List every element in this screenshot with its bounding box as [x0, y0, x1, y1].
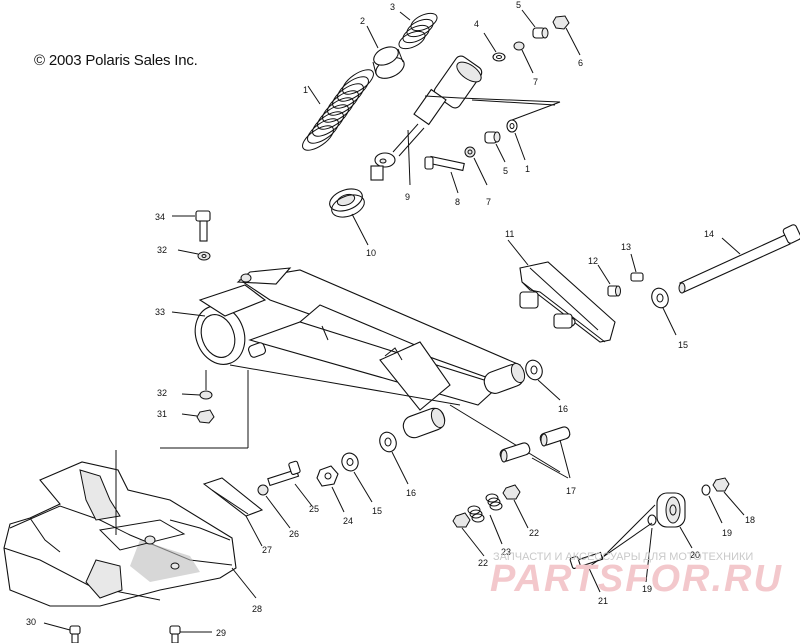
callout-label: 19 — [642, 584, 652, 594]
washer-part — [464, 146, 488, 186]
watermark-brand: PARTSFOR.RU — [490, 558, 783, 600]
nut-part — [712, 477, 745, 516]
callout-labels: 1 2 3 4 5 7 6 1 5 7 9 8 10 34 32 33 11 1… — [26, 0, 755, 638]
callout-label: 1 — [303, 85, 308, 95]
scraper-part — [202, 477, 264, 547]
callout-label: 6 — [578, 58, 583, 68]
bushing-part — [597, 264, 621, 297]
callout-label: 12 — [588, 256, 598, 266]
callout-label: 27 — [262, 545, 272, 555]
callout-label: 19 — [722, 528, 732, 538]
callout-label: 33 — [155, 307, 165, 317]
callout-label: 5 — [503, 166, 508, 176]
nut-part — [502, 484, 529, 529]
washer-part — [341, 452, 373, 503]
nut-part — [452, 512, 485, 557]
washer-part — [257, 484, 291, 529]
callout-label: 16 — [558, 404, 568, 414]
callout-label: 10 — [366, 248, 376, 258]
callout-label: 2 — [360, 16, 365, 26]
washer-part — [483, 32, 506, 62]
callout-label: 5 — [516, 0, 521, 10]
callout-label: 21 — [598, 596, 608, 606]
callout-label: 20 — [690, 550, 700, 560]
bushing-part — [484, 131, 506, 163]
callout-label: 22 — [529, 528, 539, 538]
callout-label: 25 — [309, 504, 319, 514]
callout-label: 11 — [505, 229, 514, 239]
washer-part — [379, 431, 409, 485]
callout-label: 17 — [566, 486, 576, 496]
spacer-part — [499, 426, 571, 479]
washer-part — [525, 359, 561, 401]
washer-part — [513, 41, 534, 74]
bolt-part — [172, 210, 211, 261]
copyright-text: © 2003 Polaris Sales Inc. — [34, 52, 198, 69]
spring-part — [302, 69, 374, 151]
washer-part — [701, 484, 723, 524]
callout-label: 23 — [501, 547, 511, 557]
callout-label: 15 — [372, 506, 382, 516]
bolt-part — [43, 622, 81, 643]
callout-label: 16 — [406, 488, 416, 498]
washer-part — [506, 119, 526, 161]
callout-label: 30 — [26, 617, 36, 627]
nut-part — [552, 15, 581, 56]
swing-arm-part — [160, 267, 561, 473]
callout-label: 4 — [474, 19, 479, 29]
callout-label: 34 — [155, 212, 165, 222]
bushing-part — [521, 9, 549, 39]
callout-label: 8 — [455, 197, 460, 207]
bolt-part — [569, 551, 604, 593]
washer-part — [645, 514, 657, 583]
callout-label: 7 — [533, 77, 538, 87]
nut-part — [316, 465, 345, 513]
spring-collar-part — [366, 25, 405, 79]
bolt-part — [424, 155, 465, 194]
callout-label: 28 — [252, 604, 262, 614]
callout-label: 32 — [157, 245, 167, 255]
callout-label: 29 — [216, 628, 226, 638]
callout-label: 18 — [745, 515, 755, 525]
callout-label: 13 — [621, 242, 631, 252]
callout-label: 9 — [405, 192, 410, 202]
watermark-tagline: ЗАПЧАСТИ И АКСЕССУАРЫ ДЛЯ МОТОТЕХНИКИ — [493, 551, 754, 563]
callout-label: 15 — [678, 340, 688, 350]
callout-label: 7 — [486, 197, 491, 207]
callout-label: 26 — [289, 529, 299, 539]
skid-plate-part — [3, 450, 257, 607]
callout-label: 31 — [157, 409, 167, 419]
callout-label: 32 — [157, 388, 167, 398]
pin-part — [630, 253, 644, 282]
bolt-part — [267, 460, 313, 507]
spring-part — [467, 493, 503, 545]
shock-absorber-part — [370, 55, 561, 186]
callout-label: 14 — [704, 229, 714, 239]
callout-label: 1 — [525, 164, 530, 174]
long-bolt-part — [678, 224, 800, 294]
callout-label: 3 — [390, 2, 395, 12]
callout-label: 22 — [478, 558, 488, 568]
bolt-part — [169, 625, 212, 643]
small-spring-part — [398, 11, 438, 50]
nut-part — [181, 409, 215, 424]
washer-part — [651, 287, 677, 336]
roller-part — [656, 492, 693, 549]
washer-part — [181, 370, 213, 400]
bracket-part — [507, 239, 616, 343]
retainer-part — [329, 188, 369, 246]
callout-label: 24 — [343, 516, 353, 526]
